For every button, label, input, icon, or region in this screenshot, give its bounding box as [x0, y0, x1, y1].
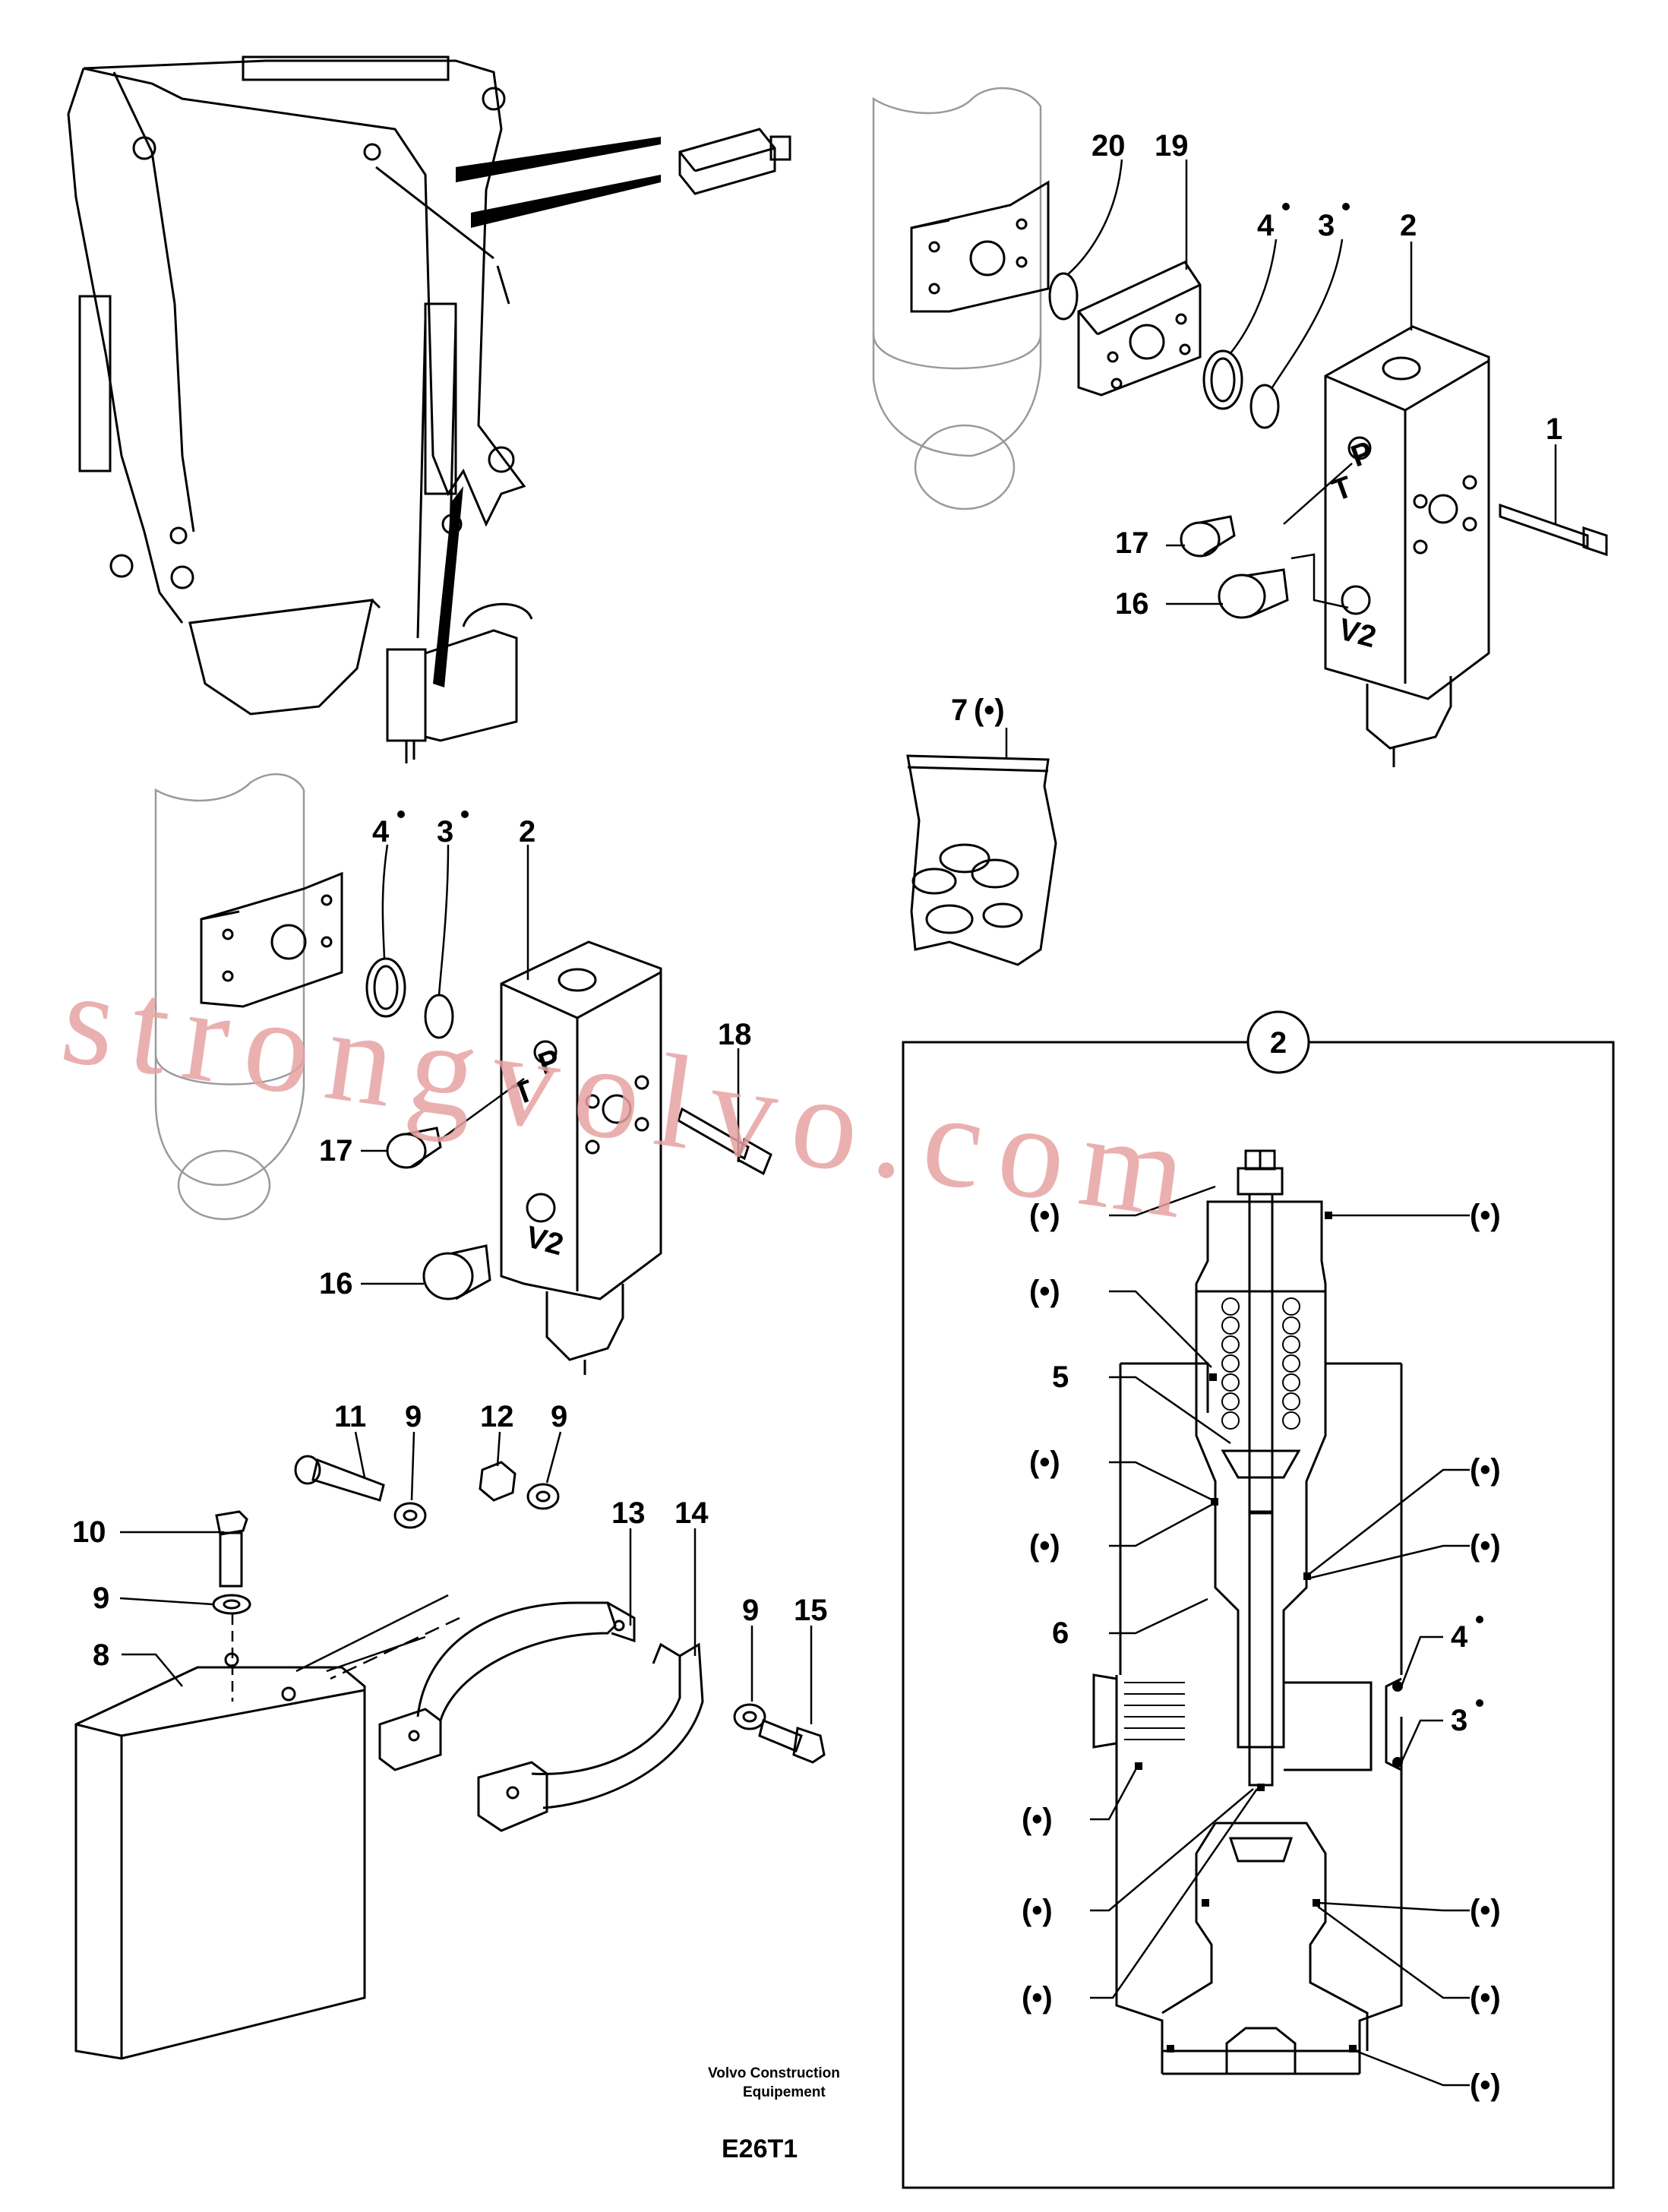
callout-1: 1 [1546, 412, 1562, 446]
kit-mark-12: (•) [1470, 1981, 1501, 2014]
kit-mark-6: (•) [1029, 1529, 1060, 1563]
callout-2-top: 2 [1400, 209, 1417, 242]
cylinder-mid-ghost [154, 773, 343, 1221]
callout-9-b: 9 [551, 1400, 567, 1433]
washer-9-b [526, 1483, 560, 1510]
bolt-15 [758, 1718, 826, 1764]
kit-mark-10: (•) [1470, 1894, 1501, 1927]
callout-11: 11 [334, 1400, 366, 1433]
callout-19: 19 [1155, 129, 1189, 163]
callout-5: 5 [1052, 1360, 1069, 1394]
footer-company-line1: Volvo Construction [708, 2065, 840, 2081]
plate-19 [1077, 261, 1202, 397]
callout-16-mid: 16 [319, 1267, 353, 1300]
callout-4-mid: 4 [372, 815, 390, 848]
callout-20: 20 [1091, 129, 1126, 163]
callout-10: 10 [72, 1515, 106, 1549]
washer-9-a [393, 1502, 427, 1529]
kit-mark-2: (•) [1470, 1199, 1501, 1232]
valve-2-mid [500, 940, 662, 1375]
plug-16-top [1218, 568, 1289, 619]
callout-8: 8 [93, 1638, 109, 1672]
callout-16-top: 16 [1115, 587, 1149, 621]
callout-7-kit-mark: (•) [974, 694, 1005, 727]
callout-13: 13 [611, 1496, 646, 1530]
bolt-10 [215, 1510, 248, 1588]
kit-mark-9: (•) [1022, 1894, 1053, 1927]
seal-kit-bag-7 [906, 754, 1057, 966]
detail-number: 2 [1270, 1026, 1287, 1060]
callout-3-mid: 3 [437, 815, 453, 848]
excavator-arm-illustration [67, 55, 791, 763]
plug-17-top [1180, 515, 1236, 558]
kit-mark-8: (•) [1022, 1803, 1053, 1836]
cover-8 [74, 1652, 366, 2060]
detail-labels: 2 (•) (•) (•) 5 (•) (•) (•) (•) 6 4 3 (•… [1022, 1010, 1501, 2102]
cylinder-top-ghost [872, 87, 1050, 510]
bolt-1 [1499, 503, 1608, 557]
bolt-18 [677, 1107, 772, 1176]
callout-14: 14 [674, 1496, 709, 1530]
callout-9-c: 9 [93, 1582, 109, 1615]
callout-4-detail: 4 [1451, 1620, 1468, 1654]
callout-2-mid: 2 [519, 815, 535, 848]
plug-16-mid [422, 1244, 491, 1300]
seal-4-top [1202, 349, 1243, 410]
callout-7: 7 [951, 694, 968, 727]
valve-2-top [1324, 325, 1490, 767]
callout-6: 6 [1052, 1616, 1069, 1650]
kit-mark-11: (•) [1022, 1981, 1053, 2014]
callout-3-top: 3 [1318, 209, 1335, 242]
port-p-top: P [1347, 435, 1377, 473]
kit-mark-13: (•) [1470, 2068, 1501, 2102]
valve-cross-section [1092, 1149, 1403, 2075]
footer-company-line2: Equipement [743, 2084, 826, 2100]
callout-9-d: 9 [742, 1594, 759, 1627]
kit-mark-1: (•) [1029, 1199, 1060, 1232]
washer-9-d [733, 1703, 766, 1730]
nut-12 [479, 1461, 517, 1502]
kit-mark-3: (•) [1029, 1275, 1060, 1308]
clamp-14 [477, 1642, 704, 1832]
callout-12: 12 [480, 1400, 514, 1433]
port-v2-top: V2 [1335, 612, 1380, 654]
kit-mark-4: (•) [1029, 1446, 1060, 1479]
o-ring-20 [1048, 272, 1079, 321]
bolt-11 [294, 1455, 385, 1502]
callout-4-top: 4 [1257, 209, 1275, 242]
clamp-13 [378, 1601, 636, 1771]
callout-labels: 20 19 4 3 2 1 17 16 7 (•) 4 3 2 18 17 16… [72, 129, 1562, 1672]
callout-3-detail: 3 [1451, 1704, 1467, 1737]
callout-18: 18 [718, 1018, 752, 1051]
callout-17-mid: 17 [319, 1134, 353, 1168]
callout-9-a: 9 [405, 1400, 422, 1433]
port-t-top: T [1328, 470, 1357, 508]
callout-leaders [119, 159, 1557, 1724]
seal-4-mid [365, 957, 406, 1018]
kit-mark-7: (•) [1470, 1529, 1501, 1563]
washer-9-c [212, 1594, 251, 1615]
kit-mark-5: (•) [1470, 1453, 1501, 1487]
o-ring-3-top [1249, 384, 1280, 429]
port-v2-mid: V2 [523, 1220, 567, 1262]
callout-15: 15 [794, 1594, 828, 1627]
callout-17-top: 17 [1115, 526, 1149, 560]
detail-leaders [1090, 1185, 1470, 2087]
figure-code: E26T1 [722, 2135, 798, 2163]
detail-circle-2 [1246, 1010, 1310, 1074]
